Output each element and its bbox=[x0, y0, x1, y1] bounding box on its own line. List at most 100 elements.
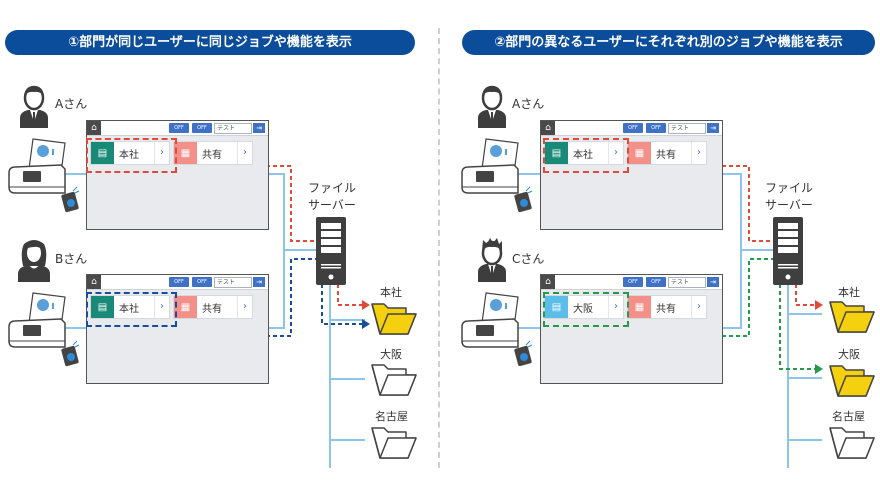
right-red-arrowhead bbox=[815, 300, 823, 310]
left-navy-arrowhead bbox=[362, 319, 370, 329]
user-search-field[interactable]: テスト bbox=[214, 277, 252, 288]
right-network-lines bbox=[515, 173, 822, 468]
left-section-banner: ①部門が同じユーザーに同じジョブや機能を表示 bbox=[5, 30, 415, 55]
server-label-line2: サーバー bbox=[308, 198, 356, 212]
user-search-field[interactable]: テスト bbox=[668, 123, 706, 134]
highlight-navy bbox=[86, 292, 177, 327]
chevron-right-icon: › bbox=[237, 142, 252, 164]
user-search-field[interactable]: テスト bbox=[214, 123, 252, 134]
right-line-c-server bbox=[722, 250, 742, 329]
document-scan-icon: ▦ bbox=[174, 296, 197, 318]
job-button-honsha[interactable]: ▤ 本社 › bbox=[90, 141, 170, 165]
left-folder-osaka-icon bbox=[371, 364, 417, 396]
scan-off-toggle[interactable]: OFF bbox=[623, 277, 643, 287]
scanner-a-icon bbox=[8, 138, 80, 213]
highlight-red bbox=[543, 138, 629, 173]
scan-off-toggle[interactable]: OFF bbox=[623, 123, 643, 133]
home-icon[interactable]: ⌂ bbox=[87, 275, 101, 289]
job-label: 本社 bbox=[573, 149, 593, 161]
right-line-a-server bbox=[722, 173, 773, 251]
left-navy-path bbox=[266, 258, 362, 337]
folder-scan-icon: ▤ bbox=[91, 296, 114, 318]
user-b-avatar-icon bbox=[18, 240, 50, 282]
user-search-field[interactable]: テスト bbox=[668, 277, 706, 288]
document-scan-icon: ▦ bbox=[628, 296, 651, 318]
server-label-line1: ファイル bbox=[765, 181, 814, 195]
job-label: 共有 bbox=[202, 149, 222, 161]
scanner-a-right-icon bbox=[461, 138, 533, 213]
right-green-path bbox=[722, 258, 815, 370]
right-section-banner: ②部門の異なるユーザーにそれぞれ別のジョブや機能を表示 bbox=[462, 30, 875, 55]
left-server-label: ファイル サーバー bbox=[308, 180, 356, 214]
right-folder-osaka-icon bbox=[829, 365, 875, 397]
home-icon[interactable]: ⌂ bbox=[87, 121, 101, 135]
job-label: 共有 bbox=[656, 303, 676, 315]
job-button-honsha[interactable]: ▤ 本社 › bbox=[90, 295, 170, 319]
right-folder-nagoya-icon bbox=[829, 427, 875, 459]
server-label-line1: ファイル bbox=[308, 181, 357, 195]
job-button-shared[interactable]: ▦ 共有 › bbox=[173, 141, 253, 165]
chevron-right-icon: › bbox=[237, 296, 252, 318]
left-line-a-server bbox=[266, 173, 316, 251]
user-a-right-label: Aさん bbox=[512, 97, 545, 111]
right-folder-honsha-label: 本社 bbox=[838, 286, 860, 299]
highlight-red bbox=[86, 138, 177, 173]
chevron-right-icon: › bbox=[691, 142, 706, 164]
folder-scan-icon: ▤ bbox=[545, 142, 568, 164]
job-button-shared[interactable]: ▦ 共有 › bbox=[627, 141, 707, 165]
scanner-c-icon bbox=[461, 292, 533, 367]
user-a-label: Aさん bbox=[55, 97, 88, 111]
left-line-b-server bbox=[266, 250, 285, 329]
print-off-toggle[interactable]: OFF bbox=[646, 123, 666, 133]
logout-icon[interactable]: ⇥ bbox=[253, 277, 265, 287]
panel-topbar: ⌂ OFF OFF テスト ⇥ bbox=[541, 275, 722, 290]
job-label: 大阪 bbox=[573, 303, 593, 315]
server-label-line2: サーバー bbox=[765, 198, 813, 212]
right-panel-a: ⌂ OFF OFF テスト ⇥ ▤ 本社 › ▦ 共有 › bbox=[540, 120, 723, 230]
left-folder-honsha-icon bbox=[371, 303, 417, 335]
scanner-b-icon bbox=[8, 292, 80, 367]
print-off-toggle[interactable]: OFF bbox=[646, 277, 666, 287]
job-label: 共有 bbox=[202, 303, 222, 315]
job-button-shared[interactable]: ▦ 共有 › bbox=[173, 295, 253, 319]
folder-scan-icon: ▤ bbox=[91, 142, 114, 164]
job-button-honsha[interactable]: ▤ 本社 › bbox=[544, 141, 624, 165]
right-file-server-icon bbox=[773, 217, 803, 285]
user-c-label: Cさん bbox=[512, 252, 545, 266]
panel-topbar: ⌂ OFF OFF テスト ⇥ bbox=[87, 275, 268, 290]
job-button-shared[interactable]: ▦ 共有 › bbox=[627, 295, 707, 319]
left-red-path bbox=[266, 165, 362, 306]
job-label: 本社 bbox=[119, 149, 139, 161]
left-panel-b: ⌂ OFF OFF テスト ⇥ ▤ 本社 › ▦ 共有 › bbox=[86, 274, 269, 384]
scan-off-toggle[interactable]: OFF bbox=[169, 123, 189, 133]
user-c-avatar-icon bbox=[478, 238, 506, 282]
job-button-osaka[interactable]: ▤ 大阪 › bbox=[544, 295, 624, 319]
highlight-green bbox=[543, 292, 629, 327]
left-folder-osaka-label: 大阪 bbox=[380, 348, 402, 361]
left-file-server-icon bbox=[316, 217, 346, 285]
document-scan-icon: ▦ bbox=[174, 142, 197, 164]
right-folder-honsha-icon bbox=[829, 301, 875, 333]
user-a-right-avatar-icon bbox=[478, 85, 506, 128]
logout-icon[interactable]: ⇥ bbox=[707, 277, 719, 287]
job-label: 本社 bbox=[119, 303, 139, 315]
panel-topbar: ⌂ OFF OFF テスト ⇥ bbox=[541, 121, 722, 136]
logout-icon[interactable]: ⇥ bbox=[707, 123, 719, 133]
logout-icon[interactable]: ⇥ bbox=[253, 123, 265, 133]
left-folder-nagoya-label: 名古屋 bbox=[375, 410, 408, 423]
right-green-arrowhead bbox=[815, 364, 823, 374]
chevron-right-icon: › bbox=[154, 296, 169, 318]
home-icon[interactable]: ⌂ bbox=[541, 121, 555, 135]
job-label: 共有 bbox=[656, 149, 676, 161]
document-scan-icon: ▦ bbox=[628, 142, 651, 164]
print-off-toggle[interactable]: OFF bbox=[192, 123, 212, 133]
left-panel-a: ⌂ OFF OFF テスト ⇥ ▤ 本社 › ▦ 共有 › bbox=[86, 120, 269, 230]
right-folder-nagoya-label: 名古屋 bbox=[832, 410, 865, 423]
print-off-toggle[interactable]: OFF bbox=[192, 277, 212, 287]
panel-topbar: ⌂ OFF OFF テスト ⇥ bbox=[87, 121, 268, 136]
right-server-label: ファイル サーバー bbox=[765, 180, 813, 214]
left-red-arrowhead bbox=[362, 300, 370, 310]
home-icon[interactable]: ⌂ bbox=[541, 275, 555, 289]
scan-off-toggle[interactable]: OFF bbox=[169, 277, 189, 287]
